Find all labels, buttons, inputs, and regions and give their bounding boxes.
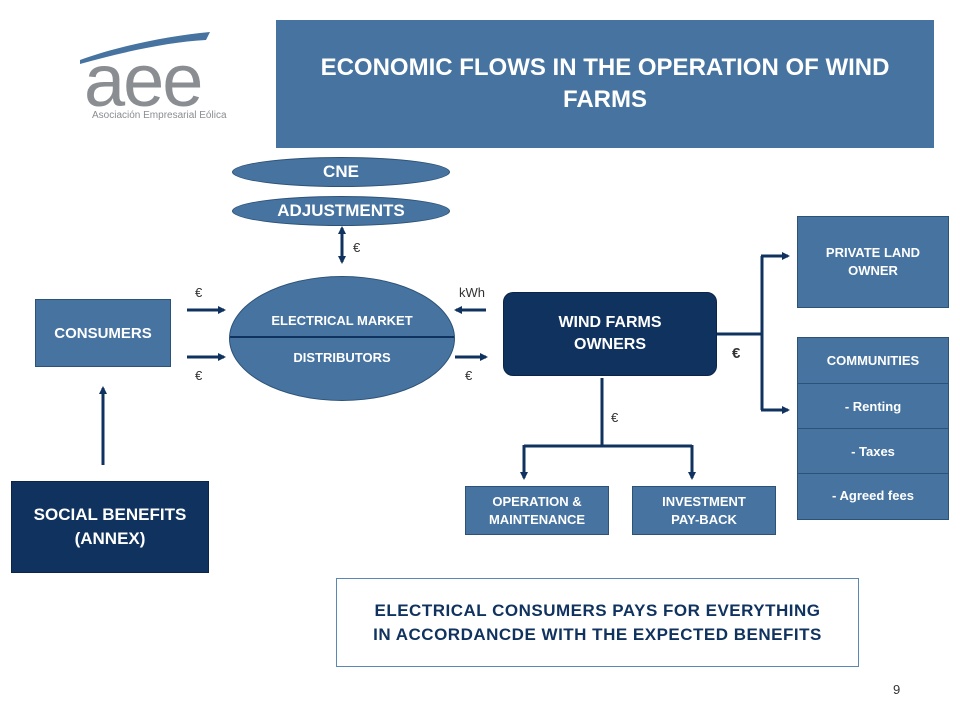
wind-farms-owners-label: WIND FARMS OWNERS	[558, 314, 662, 353]
cne-label: CNE	[323, 162, 359, 181]
market-bottom-label: DISTRIBUTORS	[293, 349, 391, 365]
logo-text: aee	[84, 39, 203, 122]
private-land-owner-box: PRIVATE LAND OWNER	[797, 216, 949, 308]
cne-ellipse: CNE	[232, 157, 450, 187]
communities-label: COMMUNITIES	[826, 353, 920, 368]
wind-farms-owners-box: WIND FARMS OWNERS	[503, 292, 717, 376]
page-number: 9	[893, 682, 901, 697]
electrical-market-ellipse: ELECTRICAL MARKET DISTRIBUTORS	[229, 276, 455, 401]
social-benefits-box: SOCIAL BENEFITS (ANNEX)	[11, 481, 209, 573]
adjustments-ellipse: ADJUSTMENTS	[232, 196, 450, 226]
renting-label: - Renting	[844, 398, 902, 414]
taxes-label: - Taxes	[851, 443, 895, 459]
taxes-box: - Taxes	[797, 428, 949, 474]
renting-box: - Renting	[797, 383, 949, 429]
euro-label-tree: €	[611, 410, 619, 425]
private-land-owner-label: PRIVATE LAND OWNER	[825, 245, 921, 278]
adjustments-label: ADJUSTMENTS	[277, 201, 405, 220]
conclusion-note-text: ELECTRICAL CONSUMERS PAYS FOR EVERYTHING…	[373, 600, 822, 644]
kwh-label: kWh	[459, 285, 485, 300]
agreed-fees-box: - Agreed fees	[797, 473, 949, 520]
operation-maintenance-box: OPERATION & MAINTENANCE	[465, 486, 609, 535]
market-divider	[230, 335, 454, 338]
market-top-label: ELECTRICAL MARKET	[271, 312, 413, 328]
logo-swoosh	[80, 32, 210, 64]
euro-label-consumers-bottom: €	[195, 368, 203, 383]
communities-box: COMMUNITIES	[797, 337, 949, 384]
conclusion-note: ELECTRICAL CONSUMERS PAYS FOR EVERYTHING…	[336, 578, 859, 667]
agreed-fees-label: - Agreed fees	[832, 488, 914, 503]
euro-label-right: €	[732, 345, 741, 362]
investment-payback-box: INVESTMENT PAY-BACK	[632, 486, 776, 535]
logo-subtitle: Asociación Empresarial Eólica	[92, 110, 227, 121]
consumers-box: CONSUMERS	[35, 299, 171, 367]
page-title: ECONOMIC FLOWS IN THE OPERATION OF WIND …	[276, 20, 934, 148]
consumers-label: CONSUMERS	[54, 324, 152, 342]
euro-label-adjustments: €	[353, 240, 361, 255]
operation-maintenance-label: OPERATION & MAINTENANCE	[488, 493, 586, 527]
investment-payback-label: INVESTMENT PAY-BACK	[662, 493, 746, 527]
social-benefits-label: SOCIAL BENEFITS (ANNEX)	[33, 505, 187, 548]
euro-label-windfarms-in: €	[465, 368, 473, 383]
euro-label-consumers-top: €	[195, 285, 203, 300]
